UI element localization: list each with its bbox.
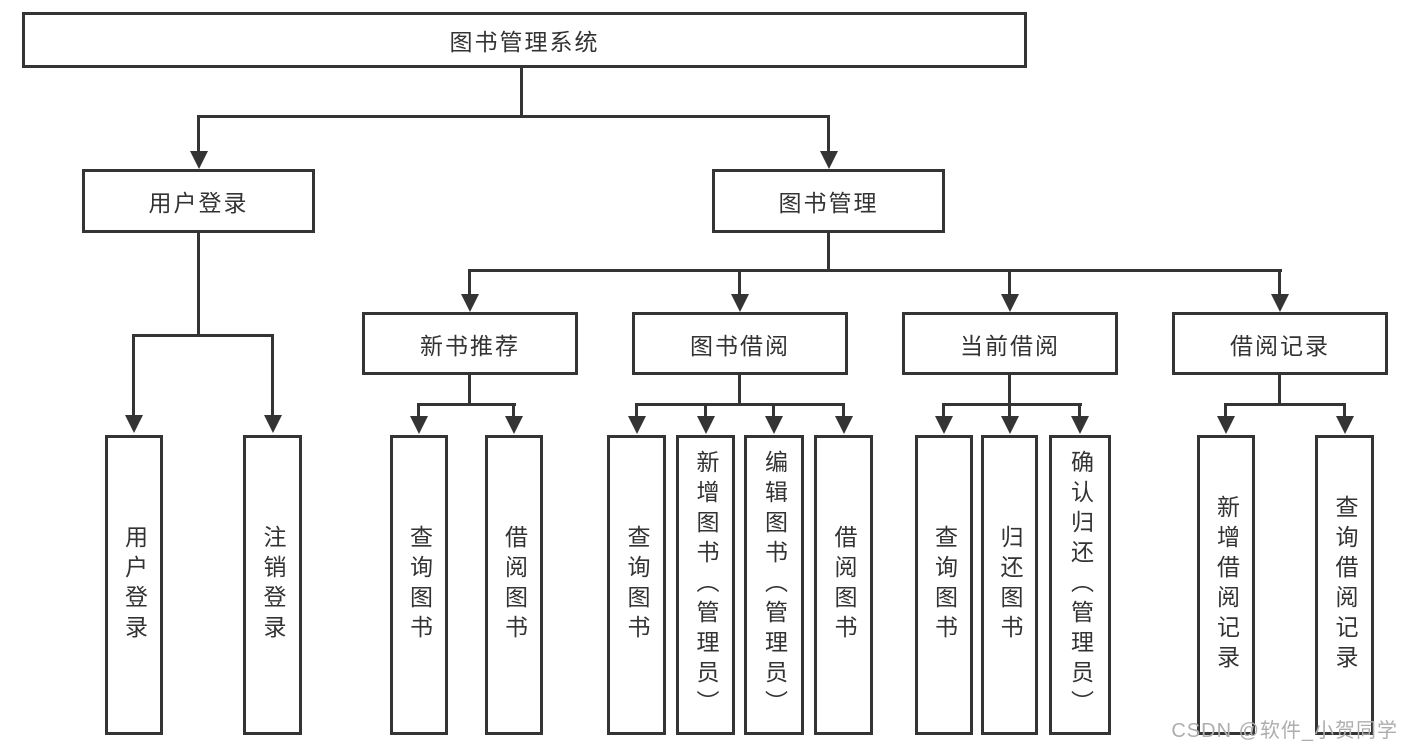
node-book-borrow-label: 图书借阅	[690, 332, 790, 359]
leaf-user-login-label: 用户登录	[121, 525, 148, 645]
connector-line	[1224, 403, 1346, 406]
arrow-down-icon	[461, 294, 479, 312]
arrow-down-icon	[1336, 416, 1354, 434]
connector-line	[468, 269, 471, 296]
arrow-down-icon	[1001, 294, 1019, 312]
connector-line	[1078, 403, 1081, 417]
leaf-bb-add-books-admin: 新增图书（管理员）	[676, 435, 735, 735]
node-borrow-records-label: 借阅记录	[1230, 332, 1330, 359]
node-root-label: 图书管理系统	[449, 29, 600, 55]
node-user-login-label: 用户登录	[148, 190, 249, 216]
connector-line	[468, 269, 1282, 272]
connector-line	[197, 233, 200, 337]
leaf-cb-query-books-label: 查询图书	[931, 525, 958, 645]
connector-line	[1224, 403, 1227, 417]
leaf-user-login: 用户登录	[105, 435, 163, 735]
arrow-down-icon	[505, 416, 523, 434]
arrow-down-icon	[264, 415, 282, 433]
arrow-down-icon	[628, 416, 646, 434]
leaf-br-add-record: 新增借阅记录	[1197, 435, 1255, 735]
leaf-cb-return-books: 归还图书	[981, 435, 1038, 735]
connector-line	[1008, 375, 1011, 406]
connector-line	[772, 403, 775, 417]
arrow-down-icon	[1001, 416, 1019, 434]
arrow-down-icon	[835, 416, 853, 434]
connector-line	[1343, 403, 1346, 417]
node-new-book-recommend: 新书推荐	[362, 312, 578, 375]
connector-line	[827, 115, 830, 153]
connector-line	[271, 334, 274, 416]
leaf-bb-query-books: 查询图书	[607, 435, 666, 735]
leaf-nb-borrow-books: 借阅图书	[485, 435, 543, 735]
leaf-bb-query-books-label: 查询图书	[624, 525, 650, 645]
leaf-nb-query-books: 查询图书	[390, 435, 448, 735]
arrow-down-icon	[410, 416, 428, 434]
node-book-borrow: 图书借阅	[632, 312, 848, 375]
connector-line	[738, 269, 741, 296]
arrow-down-icon	[935, 416, 953, 434]
node-user-login: 用户登录	[82, 169, 315, 233]
node-book-management: 图书管理	[712, 169, 945, 233]
leaf-br-query-record-label: 查询借阅记录	[1332, 495, 1358, 675]
leaf-cb-return-books-label: 归还图书	[997, 525, 1023, 645]
leaf-cb-confirm-return-admin-label: 确认归还（管理员）	[1067, 450, 1094, 720]
node-new-book-recommend-label: 新书推荐	[420, 332, 520, 359]
connector-line	[942, 403, 945, 417]
arrow-down-icon	[1071, 416, 1089, 434]
connector-line	[197, 115, 200, 153]
node-book-management-label: 图书管理	[778, 190, 879, 216]
arrow-down-icon	[190, 151, 208, 169]
leaf-logout: 注销登录	[243, 435, 302, 735]
leaf-bb-edit-books-admin: 编辑图书（管理员）	[744, 435, 804, 735]
arrow-down-icon	[1271, 294, 1289, 312]
connector-line	[132, 334, 274, 337]
connector-line	[512, 403, 515, 417]
leaf-cb-confirm-return-admin: 确认归还（管理员）	[1049, 435, 1111, 735]
leaf-logout-label: 注销登录	[260, 525, 286, 645]
connector-line	[738, 375, 741, 406]
node-current-borrow-label: 当前借阅	[960, 332, 1060, 359]
csdn-watermark: CSDN @软件_小贺同学	[1171, 720, 1398, 742]
leaf-bb-edit-books-admin-label: 编辑图书（管理员）	[761, 450, 788, 720]
arrow-down-icon	[731, 294, 749, 312]
arrow-down-icon	[1217, 416, 1235, 434]
connector-line	[1278, 269, 1281, 296]
connector-line	[1008, 269, 1011, 296]
node-root: 图书管理系统	[22, 12, 1027, 68]
leaf-cb-query-books: 查询图书	[915, 435, 973, 735]
connector-line	[842, 403, 845, 417]
leaf-br-add-record-label: 新增借阅记录	[1213, 495, 1240, 675]
connector-line	[520, 68, 523, 117]
node-current-borrow: 当前借阅	[902, 312, 1118, 375]
node-borrow-records: 借阅记录	[1172, 312, 1388, 375]
connector-line	[1278, 375, 1281, 406]
arrow-down-icon	[820, 151, 838, 169]
leaf-br-query-record: 查询借阅记录	[1315, 435, 1374, 735]
arrow-down-icon	[125, 415, 143, 433]
connector-line	[704, 403, 707, 417]
leaf-bb-borrow-books-label: 借阅图书	[831, 525, 857, 645]
connector-line	[132, 334, 135, 416]
connector-line	[417, 403, 516, 406]
connector-line	[635, 403, 845, 406]
arrow-down-icon	[697, 416, 715, 434]
connector-line	[827, 233, 830, 272]
leaf-bb-borrow-books: 借阅图书	[814, 435, 873, 735]
leaf-nb-borrow-books-label: 借阅图书	[501, 525, 528, 645]
connector-line	[942, 403, 1082, 406]
leaf-bb-add-books-admin-label: 新增图书（管理员）	[693, 450, 719, 720]
arrow-down-icon	[765, 416, 783, 434]
leaf-nb-query-books-label: 查询图书	[406, 525, 433, 645]
connector-line	[468, 375, 471, 406]
connector-line	[197, 115, 830, 118]
connector-line	[635, 403, 638, 417]
connector-line	[1008, 403, 1011, 417]
connector-line	[417, 403, 420, 417]
